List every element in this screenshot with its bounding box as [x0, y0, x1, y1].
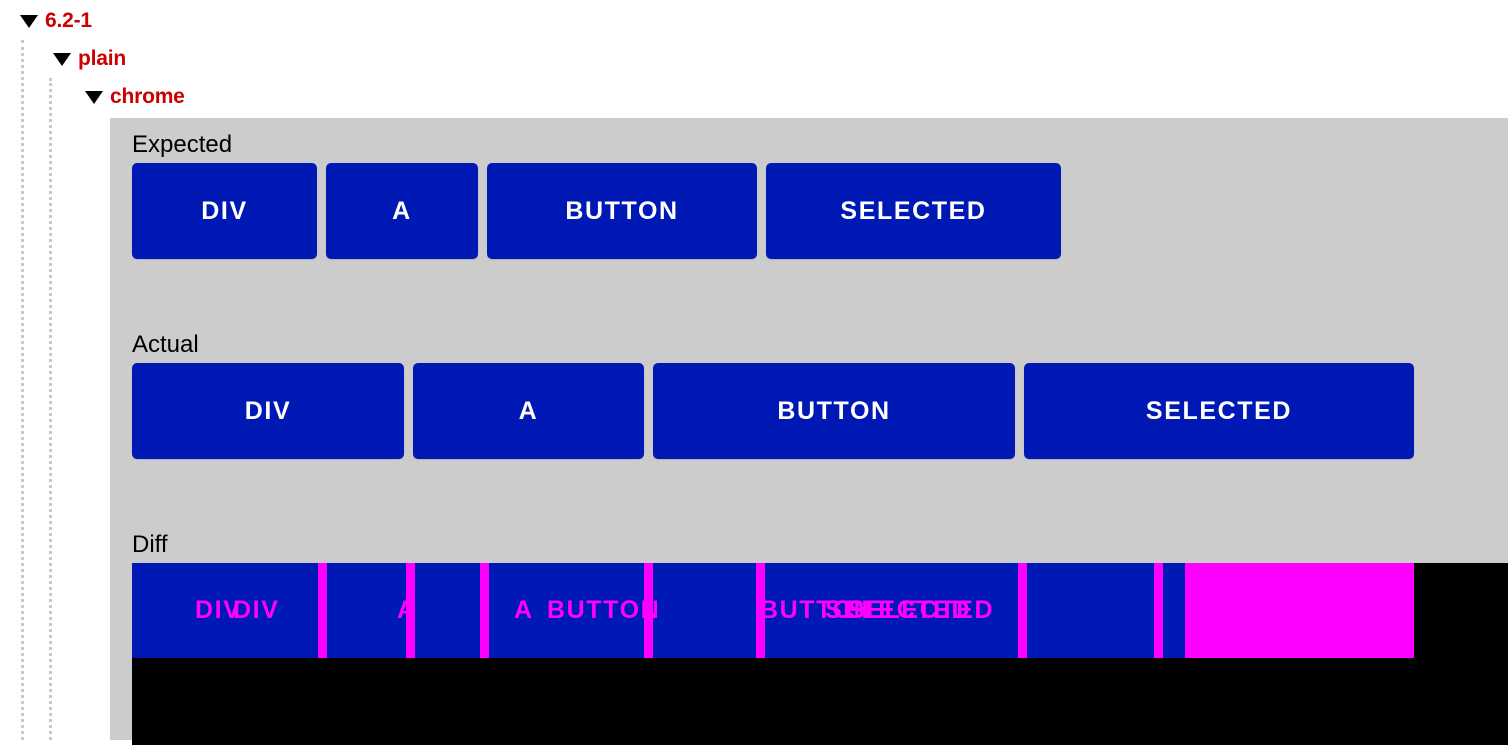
caret-down-icon[interactable]	[53, 52, 71, 66]
tree-guide-line-1	[21, 40, 24, 740]
tree-node-label: plain	[78, 47, 127, 70]
diff-overlay-text: DIV	[195, 596, 242, 624]
diff-overlay-text: A	[397, 596, 417, 624]
diff-pink-stripe	[480, 563, 489, 658]
button-label: SELECTED	[840, 196, 987, 225]
actual-button-row: DIV A BUTTON SELECTED	[132, 363, 1423, 459]
diff-pink-block	[1185, 563, 1414, 658]
tree-node-label: chrome	[110, 85, 185, 108]
actual-button-div[interactable]: DIV	[132, 363, 404, 459]
diff-pink-stripe	[318, 563, 327, 658]
diff-overlay-text: DIV	[233, 596, 280, 624]
expected-button-row: DIV A BUTTON SELECTED	[132, 163, 1070, 259]
diff-pink-stripe	[1018, 563, 1027, 658]
diff-pink-stripe	[406, 563, 415, 658]
button-label: A	[518, 396, 539, 425]
expected-button-button[interactable]: BUTTON	[487, 163, 757, 259]
actual-section-label: Actual	[132, 331, 199, 358]
diff-pink-stripe	[644, 563, 653, 658]
caret-down-icon[interactable]	[20, 14, 38, 28]
diff-section-label: Diff	[132, 531, 168, 558]
caret-down-icon[interactable]	[85, 90, 103, 104]
button-label: SELECTED	[1145, 396, 1293, 425]
button-label: BUTTON	[565, 196, 679, 225]
expected-button-a[interactable]: A	[326, 163, 478, 259]
button-label: BUTTON	[777, 396, 891, 425]
diff-overlay-text: SELECTED	[825, 596, 972, 624]
button-label: A	[392, 196, 412, 225]
tree-node-chrome[interactable]: chrome	[85, 85, 185, 109]
diff-pink-stripe	[1154, 563, 1163, 658]
button-label: DIV	[201, 196, 248, 225]
tree-guide-line-2	[49, 78, 52, 740]
button-label: DIV	[244, 396, 292, 425]
diff-overlay-text: BUTTON	[547, 596, 661, 624]
diff-overlay-text: BUTTON	[760, 596, 874, 624]
diff-overlay-text: A	[514, 596, 534, 624]
tree-node-plain[interactable]: plain	[53, 47, 126, 71]
expected-section-label: Expected	[132, 131, 233, 158]
actual-button-button[interactable]: BUTTON	[653, 363, 1015, 459]
actual-button-selected[interactable]: SELECTED	[1024, 363, 1414, 459]
diff-pink-stripe	[756, 563, 765, 658]
expected-button-div[interactable]: DIV	[132, 163, 317, 259]
actual-button-a[interactable]: A	[413, 363, 644, 459]
expected-button-selected[interactable]: SELECTED	[766, 163, 1061, 259]
tree-node-label: 6.2-1	[45, 9, 92, 32]
tree-node-suite[interactable]: 6.2-1	[20, 9, 92, 33]
diff-overlay-text: SELECTED	[848, 596, 995, 624]
